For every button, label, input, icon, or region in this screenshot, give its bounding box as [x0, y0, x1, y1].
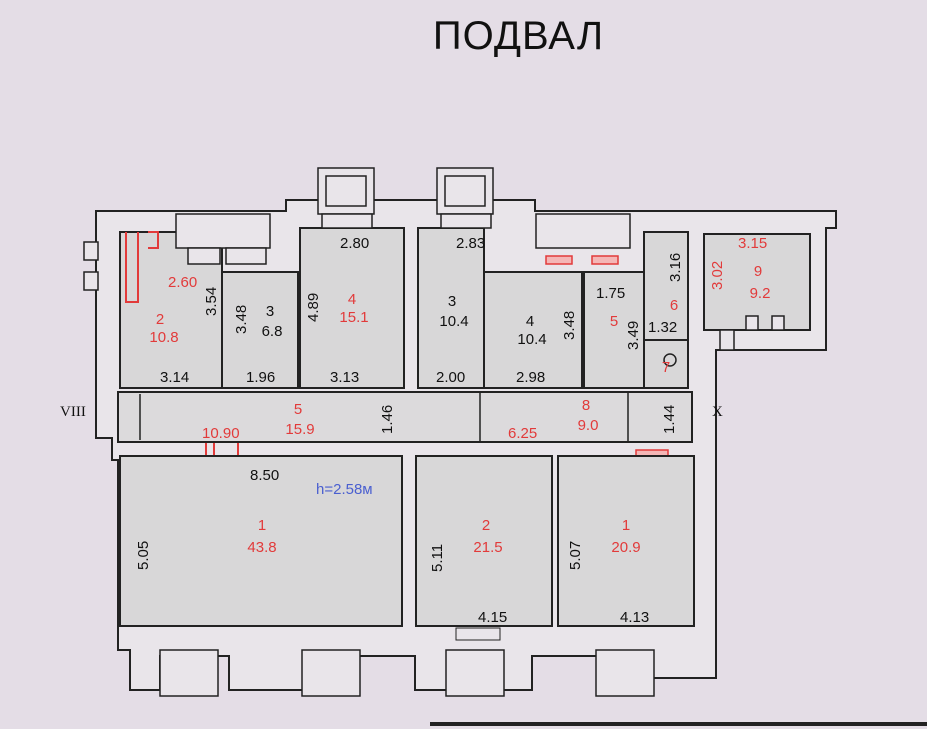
room-area: 6.8	[262, 323, 283, 340]
dim: 2.80	[340, 235, 369, 252]
room-number: 9	[754, 263, 762, 280]
light-well	[159, 649, 219, 697]
axis-mark-left: VIII	[60, 404, 86, 420]
room-number: 7	[662, 359, 670, 376]
room-area: 9.2	[750, 285, 771, 302]
room-area: 21.5	[473, 539, 502, 556]
entrance-steps	[455, 627, 501, 641]
room-area: 10.4	[517, 331, 546, 348]
red-markup	[125, 231, 159, 303]
window-niche	[535, 213, 631, 249]
room-9-right	[703, 233, 811, 331]
dim: 1.44	[661, 405, 678, 434]
pier	[771, 315, 785, 331]
room-number: 1	[258, 517, 266, 534]
room-3-mid	[417, 227, 485, 389]
dim: 5.07	[567, 541, 584, 570]
dim: 4.89	[305, 293, 322, 322]
room-4-left	[299, 227, 405, 389]
dim: 3.15	[738, 235, 767, 252]
dim: 10.90	[202, 425, 240, 442]
dim: 4.13	[620, 609, 649, 626]
dim: 3.48	[233, 305, 250, 334]
room-number: 1	[622, 517, 630, 534]
light-well	[301, 649, 361, 697]
light-well	[445, 649, 505, 697]
dim: 5.11	[429, 544, 446, 572]
dim: 1.75	[596, 285, 625, 302]
dim: 3.54	[203, 287, 220, 316]
room-area: 15.9	[285, 421, 314, 438]
room-number: 6	[670, 297, 678, 314]
dim: 3.14	[160, 369, 189, 386]
room-number: 4	[348, 291, 356, 308]
room-area: 10.4	[439, 313, 468, 330]
pier	[719, 329, 735, 351]
red-markup	[545, 255, 573, 265]
room-2-big	[415, 455, 553, 627]
dim: 3.49	[625, 321, 642, 350]
dim: 2.98	[516, 369, 545, 386]
dim: 3.02	[709, 261, 726, 290]
dim: 2.83	[456, 235, 485, 252]
dim: 5.05	[135, 541, 152, 570]
dim: 3.13	[330, 369, 359, 386]
room-5-small	[583, 271, 645, 389]
room-area: 43.8	[247, 539, 276, 556]
dim: 4.15	[478, 609, 507, 626]
dim: 1.46	[379, 405, 396, 434]
room-number: 8	[582, 397, 590, 414]
room-4-mid	[483, 271, 583, 389]
light-well-inner	[325, 175, 367, 207]
light-well	[595, 649, 655, 697]
room-number: 5	[294, 401, 302, 418]
pier	[745, 315, 759, 331]
room-number: 4	[526, 313, 534, 330]
wc-fixture	[663, 353, 677, 367]
corridor	[117, 391, 693, 443]
edge-line	[430, 722, 927, 726]
room-number: 2	[156, 311, 164, 328]
dim: 8.50	[250, 467, 279, 484]
wall-pier	[83, 241, 99, 261]
page-title: ПОДВАЛ	[432, 14, 605, 58]
room-area: 9.0	[578, 417, 599, 434]
room-area: 15.1	[339, 309, 368, 326]
room-3-left	[221, 271, 299, 389]
room-number: 3	[448, 293, 456, 310]
window	[440, 213, 492, 229]
dim: 1.96	[246, 369, 275, 386]
room-1-big	[119, 455, 403, 627]
room-number: 2	[482, 517, 490, 534]
red-markup	[205, 442, 239, 456]
ceiling-height: h=2.58м	[316, 481, 373, 498]
room-area: 10.8	[149, 329, 178, 346]
room-number: 3	[266, 303, 274, 320]
light-well-inner	[444, 175, 486, 207]
room-1-right	[557, 455, 695, 627]
window	[225, 247, 267, 265]
dim: 2.00	[436, 369, 465, 386]
axis-mark-right: X	[712, 404, 723, 420]
dim: 3.16	[667, 253, 684, 282]
window-niche	[175, 213, 271, 249]
window	[321, 213, 373, 229]
room-number: 5	[610, 313, 618, 330]
dim: 3.48	[561, 311, 578, 340]
red-markup	[591, 255, 619, 265]
dim: 1.32	[648, 319, 677, 336]
dim: 2.60	[168, 274, 197, 291]
wall-pier	[83, 271, 99, 291]
room-area: 20.9	[611, 539, 640, 556]
dim: 6.25	[508, 425, 537, 442]
window	[187, 247, 221, 265]
